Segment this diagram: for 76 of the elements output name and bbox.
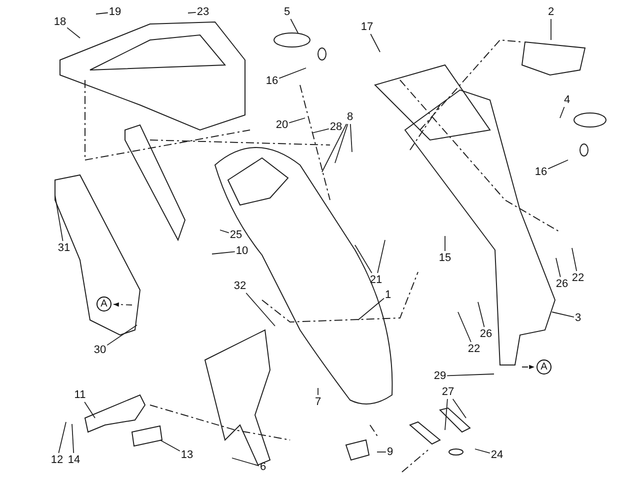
leader-line xyxy=(377,240,386,274)
leader-line xyxy=(278,68,306,79)
callout-number: 17 xyxy=(360,21,374,33)
leader-line xyxy=(556,258,561,278)
callout-number: 10 xyxy=(236,245,248,257)
callout-number: 2 xyxy=(548,6,554,18)
callout-number: 22 xyxy=(468,343,480,355)
leader-line xyxy=(72,424,74,454)
leader-line xyxy=(370,34,380,52)
leader-line xyxy=(560,106,565,118)
callout-number: 15 xyxy=(438,252,452,264)
leader-line xyxy=(96,12,108,14)
leader-line xyxy=(246,292,276,326)
leader-line xyxy=(106,324,138,346)
leader-line xyxy=(334,124,348,164)
leader-line xyxy=(84,402,96,418)
callout-number: 31 xyxy=(58,242,70,254)
callout-number: 12 xyxy=(50,454,64,466)
leader-line xyxy=(160,440,180,452)
leader-line xyxy=(188,12,196,14)
leader-line xyxy=(550,18,552,40)
callout-number: 24 xyxy=(490,449,504,461)
callout-number: 8 xyxy=(346,111,354,123)
leader-line xyxy=(358,298,384,320)
callout-number: 7 xyxy=(314,396,322,408)
leader-line xyxy=(288,118,306,124)
leader-line xyxy=(446,374,494,376)
leader-line xyxy=(322,124,347,172)
callout-number: 27 xyxy=(442,386,454,398)
callout-number: 14 xyxy=(68,454,80,466)
leader-line xyxy=(572,248,578,272)
callout-number: 1 xyxy=(384,289,392,301)
reference-arrow xyxy=(522,364,535,370)
leader-line xyxy=(458,312,472,342)
callout-number: 21 xyxy=(370,274,382,286)
reference-letter: A xyxy=(536,360,552,374)
leader-line xyxy=(212,251,236,254)
callout-number: 25 xyxy=(230,229,242,241)
callout-number: 6 xyxy=(260,461,266,473)
leader-line xyxy=(548,160,568,170)
leader-line xyxy=(58,422,66,454)
reference-arrow xyxy=(113,302,132,307)
callout-number: 26 xyxy=(480,328,492,340)
callout-number: 29 xyxy=(434,370,446,382)
callout-number: 22 xyxy=(572,272,584,284)
callout-number: 19 xyxy=(108,6,122,18)
callout-number: 13 xyxy=(180,449,194,461)
reference-letter: A xyxy=(96,296,112,312)
callout-number: 23 xyxy=(196,6,210,18)
callout-number: 4 xyxy=(564,94,570,106)
leader-line xyxy=(290,18,298,34)
callout-number: 11 xyxy=(74,389,86,401)
leader-line xyxy=(444,398,448,430)
leader-line xyxy=(232,458,260,466)
callout-number: 30 xyxy=(94,344,106,356)
callout-number: 9 xyxy=(386,446,394,458)
leader-line xyxy=(354,244,372,274)
leader-line xyxy=(54,194,64,242)
leader-line xyxy=(220,230,230,234)
leader-line xyxy=(552,312,574,318)
leader-line xyxy=(452,398,466,418)
callout-number: 32 xyxy=(234,280,246,292)
leader-line xyxy=(444,236,446,252)
callout-number: 18 xyxy=(54,16,66,28)
leader-line xyxy=(350,124,352,152)
leader-line xyxy=(66,27,80,38)
callout-number: 20 xyxy=(276,119,288,131)
leader-line xyxy=(312,128,330,134)
callout-number: 26 xyxy=(556,278,568,290)
callout-number: 16 xyxy=(266,75,278,87)
leader-line xyxy=(478,302,485,328)
callout-number: 3 xyxy=(574,312,582,324)
callout-number: 28 xyxy=(330,121,342,133)
callout-number: 5 xyxy=(284,6,290,18)
callout-number: 16 xyxy=(534,166,548,178)
leader-line xyxy=(474,448,490,454)
